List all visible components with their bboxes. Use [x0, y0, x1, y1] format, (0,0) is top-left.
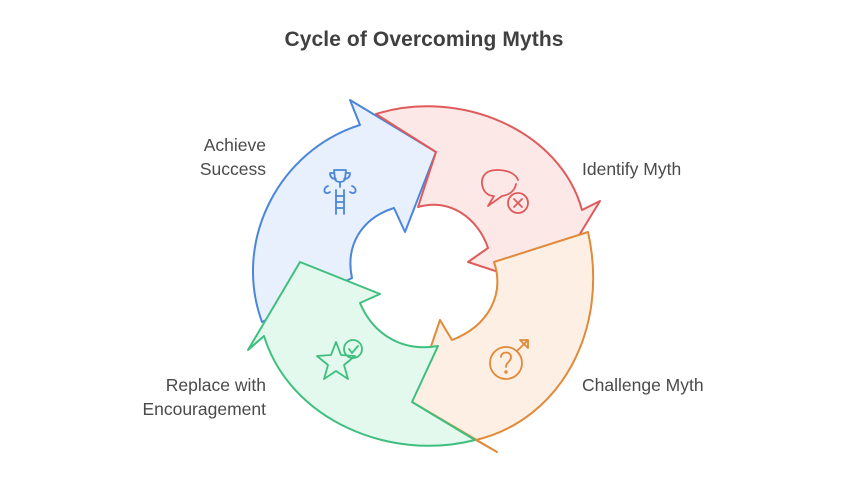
label-replace-line2: Encouragement — [142, 399, 266, 419]
trophy-ladder-icon — [323, 169, 357, 215]
question-face-icon — [489, 339, 529, 380]
speech-bubble-x-icon — [481, 169, 529, 214]
label-identify-myth: Identify Myth — [582, 159, 682, 179]
arrow-identify-myth — [375, 105, 601, 289]
label-achieve-line1: Achieve — [203, 135, 266, 155]
star-check-icon — [316, 339, 363, 380]
label-achieve-success: Achieve Success — [200, 133, 266, 181]
label-replace-encouragement: Replace with Encouragement — [142, 373, 266, 421]
diagram-title: Cycle of Overcoming Myths — [284, 28, 564, 51]
label-challenge-myth: Challenge Myth — [582, 375, 704, 395]
label-replace-line1: Replace with — [165, 375, 266, 395]
label-achieve-line2: Success — [199, 159, 266, 179]
arrow-challenge-myth — [411, 231, 595, 453]
